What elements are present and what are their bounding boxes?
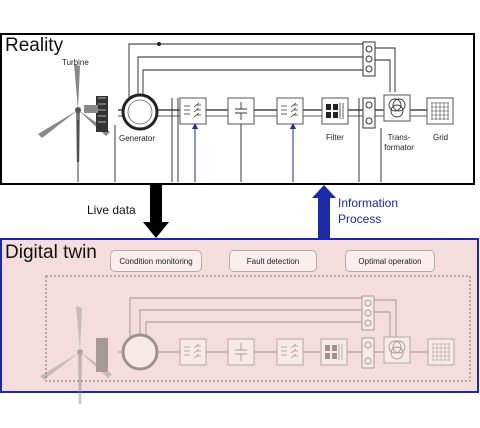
digital-twin-title: Digital twin — [5, 242, 97, 263]
information-process-label: Information Process — [338, 196, 399, 226]
converter-inverter — [276, 97, 304, 125]
gearbox — [96, 96, 108, 132]
fault-detection-box: Fault detection — [229, 250, 317, 272]
converter-rectifier — [179, 97, 207, 125]
grid-symbol — [426, 97, 454, 125]
twin-system-copy — [40, 295, 455, 404]
transformator-label: Trans- formator — [384, 133, 414, 152]
filter-label: Filter — [326, 133, 344, 142]
turbine-label: Turbine — [62, 58, 89, 67]
information-arrow — [312, 185, 336, 238]
filter-symbol — [321, 97, 349, 125]
reality-title: Reality — [5, 35, 64, 56]
live-data-arrow — [143, 185, 169, 238]
measurement-terminal — [362, 41, 376, 77]
generator-label: Generator — [119, 134, 156, 143]
dc-link — [227, 97, 255, 125]
live-data-label: Live data — [87, 203, 136, 217]
transformer-symbol — [383, 94, 411, 122]
grid-label: Grid — [433, 133, 449, 142]
reality-measurement-lines — [77, 98, 382, 182]
twin-model-boundary — [45, 275, 471, 382]
optimal-operation-box: Optimal operation — [345, 250, 435, 272]
condition-monitoring-box: Condition monitoring — [110, 250, 202, 272]
